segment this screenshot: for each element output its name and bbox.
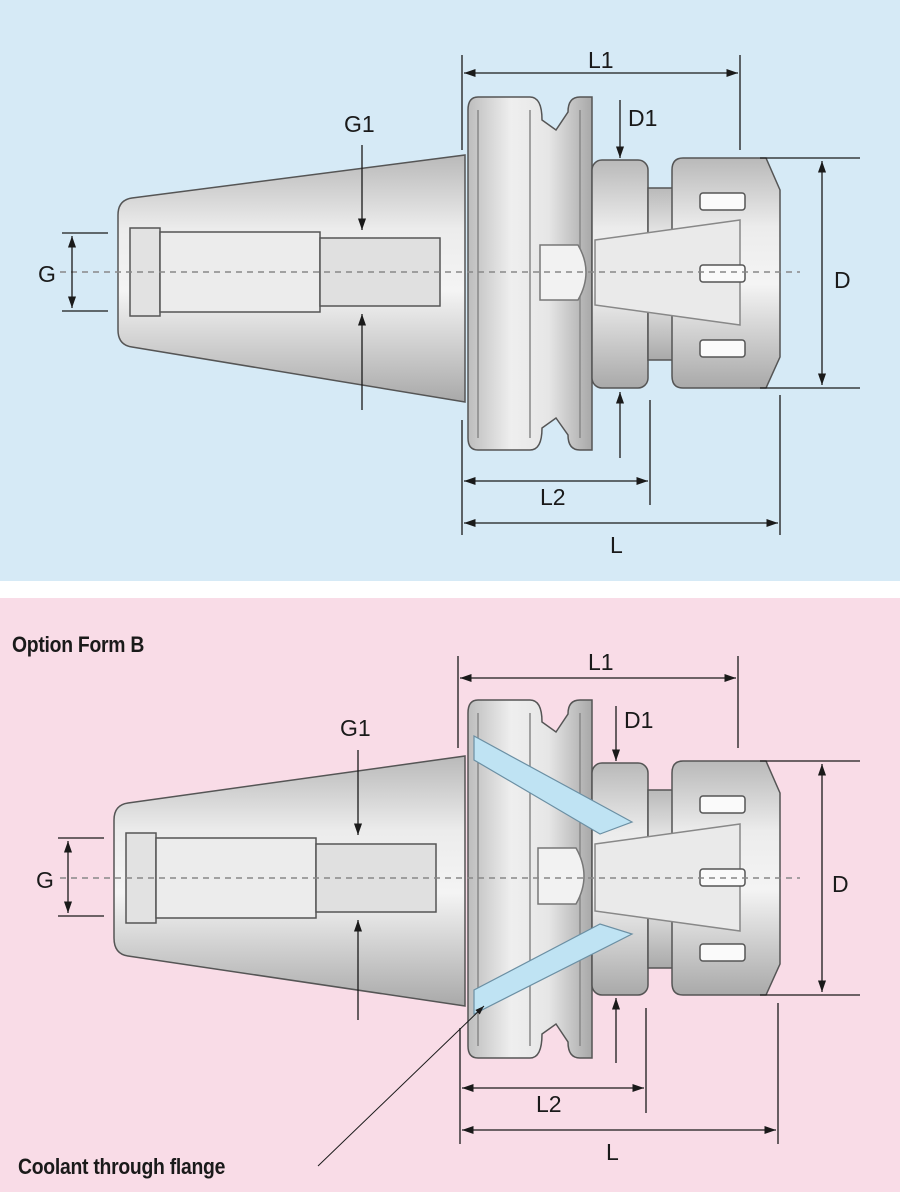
tool-holder-body xyxy=(113,699,781,1059)
tool-holder-body xyxy=(117,96,781,451)
label-d: D xyxy=(832,871,849,897)
label-d: D xyxy=(834,267,851,293)
label-l2: L2 xyxy=(540,484,566,510)
holder-drawing-form-b: L1 D1 G1 G D L2 L xyxy=(36,649,860,1167)
holder-drawing-standard: L1 D1 G1 G D L2 L xyxy=(38,47,860,558)
label-g: G xyxy=(38,261,56,287)
dimension-lines xyxy=(62,55,860,535)
label-g: G xyxy=(36,867,54,893)
dimension-labels: L1 D1 G1 G D L2 L xyxy=(38,47,851,558)
label-l: L xyxy=(606,1139,619,1165)
label-l2: L2 xyxy=(536,1091,562,1117)
label-l: L xyxy=(610,532,623,558)
dimension-labels: L1 D1 G1 G D L2 L xyxy=(36,649,849,1165)
label-g1: G1 xyxy=(344,111,375,137)
coolant-channels xyxy=(473,734,634,1015)
caption-option-form-b: Option Form B xyxy=(12,632,145,657)
diagram-panel-form-b: Option Form B xyxy=(0,598,900,1192)
dimension-lines xyxy=(58,656,860,1167)
label-d1: D1 xyxy=(624,707,653,733)
label-d1: D1 xyxy=(628,105,657,131)
caption-coolant-through-flange: Coolant through flange xyxy=(18,1154,226,1179)
label-g1: G1 xyxy=(340,715,371,741)
diagram-panel-standard: L1 D1 G1 G D L2 L xyxy=(0,0,900,581)
label-l1: L1 xyxy=(588,47,614,73)
label-l1: L1 xyxy=(588,649,614,675)
